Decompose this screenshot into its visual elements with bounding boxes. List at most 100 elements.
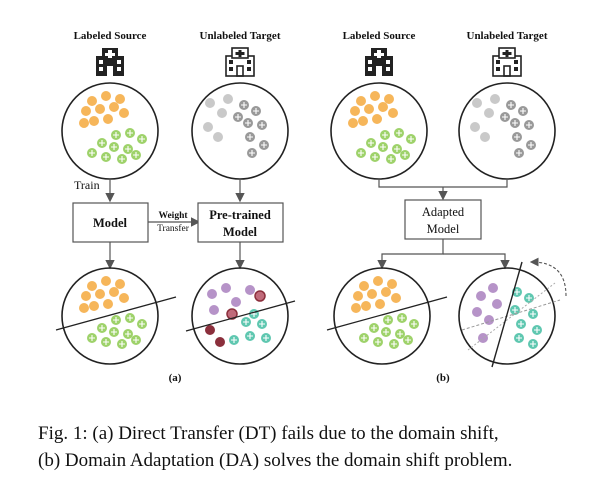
- plus-marker: [514, 134, 520, 140]
- sample-point: [205, 98, 215, 108]
- plus-marker: [502, 114, 508, 120]
- adapted-label-2: Model: [427, 222, 460, 236]
- target-points: [470, 94, 536, 158]
- sample-point: [476, 291, 486, 301]
- sample-point: [89, 301, 99, 311]
- faded-boundary: [461, 299, 561, 331]
- plus-marker: [247, 134, 253, 140]
- sample-point: [356, 96, 366, 106]
- plus-marker: [520, 108, 526, 114]
- sample-point: [367, 289, 377, 299]
- sample-point: [221, 283, 231, 293]
- plus-marker: [113, 132, 119, 138]
- plus-marker: [394, 146, 400, 152]
- plus-marker: [528, 142, 534, 148]
- plus-marker: [133, 152, 139, 158]
- sample-point: [205, 325, 215, 335]
- plus-marker: [518, 321, 524, 327]
- plus-marker: [103, 339, 109, 345]
- sample-point: [370, 91, 380, 101]
- sample-point: [381, 287, 391, 297]
- hospital-icon: [96, 48, 124, 76]
- sample-point: [484, 108, 494, 118]
- plus-marker: [259, 122, 265, 128]
- plus-marker: [361, 335, 367, 341]
- plus-marker: [127, 315, 133, 321]
- plus-marker: [358, 150, 364, 156]
- plus-marker: [371, 325, 377, 331]
- plus-marker: [380, 144, 386, 150]
- source-points: [79, 91, 147, 164]
- rotation-arrow: [529, 257, 567, 297]
- plus-marker: [383, 329, 389, 335]
- sample-point: [203, 122, 213, 132]
- caption-line-2: (b) Domain Adaptation (DA) solves the do…: [38, 450, 513, 471]
- plus-marker: [388, 156, 394, 162]
- plus-marker: [405, 337, 411, 343]
- decision-boundary: [55, 296, 177, 331]
- caption-line-1: Fig. 1: (a) Direct Transfer (DT) fails d…: [38, 423, 499, 444]
- plus-marker: [253, 108, 259, 114]
- source-result-circle: [61, 267, 159, 365]
- sample-point: [378, 102, 388, 112]
- decision-boundary: [185, 300, 296, 332]
- plus-marker: [385, 317, 391, 323]
- sample-point: [472, 98, 482, 108]
- plus-marker: [397, 331, 403, 337]
- plus-marker: [399, 315, 405, 321]
- plus-marker: [516, 150, 522, 156]
- sample-point: [79, 118, 89, 128]
- hospital-icon: [225, 47, 255, 77]
- plus-marker: [113, 317, 119, 323]
- source-result-points: [351, 276, 419, 349]
- plus-marker: [125, 146, 131, 152]
- sample-point: [223, 94, 233, 104]
- plus-marker: [133, 337, 139, 343]
- sample-point: [81, 106, 91, 116]
- target-result-circle: [458, 267, 556, 365]
- plus-marker: [375, 339, 381, 345]
- sample-point: [484, 315, 494, 325]
- plus-marker: [516, 335, 522, 341]
- sample-point: [81, 291, 91, 301]
- sample-point: [361, 301, 371, 311]
- panel-b-target-title: Unlabeled Target: [467, 30, 548, 42]
- adapted-output-connector: [377, 239, 444, 270]
- plus-marker: [512, 307, 518, 313]
- plus-marker: [391, 341, 397, 347]
- source-points: [348, 91, 416, 164]
- target-result-circle: [191, 267, 289, 365]
- target-result-points: [205, 283, 271, 347]
- plus-marker: [249, 150, 255, 156]
- model-label: Model: [93, 216, 128, 230]
- pretrained-label-2: Model: [223, 225, 258, 239]
- pretrained-label-1: Pre-trained: [209, 208, 271, 222]
- sample-point: [490, 94, 500, 104]
- sample-point: [207, 289, 217, 299]
- panel-a-source-title: Labeled Source: [74, 30, 147, 42]
- plus-marker: [408, 136, 414, 142]
- plus-marker: [526, 122, 532, 128]
- sample-point: [351, 303, 361, 313]
- panel-b-source-title: Labeled Source: [343, 30, 416, 42]
- plus-marker: [125, 331, 131, 337]
- sample-point: [387, 279, 397, 289]
- plus-marker: [89, 335, 95, 341]
- plus-marker: [526, 295, 532, 301]
- plus-marker: [103, 154, 109, 160]
- plus-marker: [119, 156, 125, 162]
- sample-point: [103, 114, 113, 124]
- sample-point: [95, 289, 105, 299]
- plus-marker: [89, 150, 95, 156]
- plus-marker: [372, 154, 378, 160]
- model-box: [72, 202, 149, 243]
- plus-marker: [263, 335, 269, 341]
- plus-marker: [99, 140, 105, 146]
- sample-point: [348, 118, 358, 128]
- sample-point: [119, 293, 129, 303]
- sample-point: [95, 104, 105, 114]
- plus-marker: [514, 289, 520, 295]
- sample-point: [79, 303, 89, 313]
- sample-point: [109, 287, 119, 297]
- plus-marker: [261, 142, 267, 148]
